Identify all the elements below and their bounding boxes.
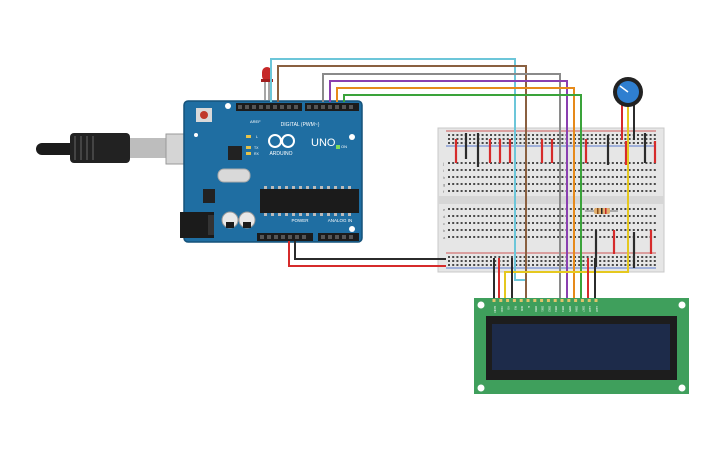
arduino-logo: ARDUINO bbox=[268, 134, 295, 157]
arduino-power-wires[interactable] bbox=[288, 241, 446, 267]
tx-label: TX bbox=[254, 146, 259, 150]
lcd-pin-label: V0 bbox=[507, 306, 511, 310]
lcd-pin[interactable] bbox=[540, 299, 544, 302]
lcd-pin[interactable] bbox=[492, 299, 496, 302]
lcd-pin[interactable] bbox=[574, 299, 578, 302]
lcd-pin[interactable] bbox=[587, 299, 591, 302]
svg-text:d: d bbox=[443, 214, 445, 219]
svg-text:i: i bbox=[443, 168, 444, 173]
lcd-pin-label: VCC bbox=[500, 306, 504, 313]
arduino-to-lcd-wires[interactable] bbox=[270, 58, 629, 300]
lcd-pin[interactable] bbox=[560, 299, 564, 302]
on-label: ON bbox=[341, 144, 347, 149]
rx-label: RX bbox=[254, 152, 260, 156]
resistor-icon[interactable] bbox=[585, 208, 618, 214]
atmega-chip bbox=[260, 189, 359, 213]
l-led-label: L bbox=[256, 135, 258, 139]
lcd-pin-label: DB4 bbox=[561, 306, 565, 312]
analog-header-label: ANALOG IN bbox=[328, 218, 353, 223]
svg-text:c: c bbox=[443, 221, 445, 226]
svg-text:g: g bbox=[443, 182, 445, 187]
lcd-screen bbox=[492, 324, 670, 370]
uno-label: UNO bbox=[311, 137, 336, 149]
lcd-pin[interactable] bbox=[567, 299, 571, 302]
arduino-uno-board[interactable]: DIGITAL (PWM~) AREF ARDUINO UNO ON L TX … bbox=[180, 100, 363, 243]
potentiometer-icon[interactable] bbox=[613, 77, 643, 140]
breadboard-row-labels: j i h g f e d c b a bbox=[442, 161, 446, 240]
lcd-pin[interactable] bbox=[580, 299, 584, 302]
lcd-pin[interactable] bbox=[512, 299, 516, 302]
lcd-pin-label: DB2 bbox=[547, 306, 551, 312]
lcd-pin-label: RW bbox=[520, 306, 524, 311]
digital-header-label: DIGITAL (PWM~) bbox=[281, 122, 320, 128]
lcd-pin-label: DB7 bbox=[581, 306, 585, 312]
lcd-pin[interactable] bbox=[526, 299, 530, 302]
lcd-pin[interactable] bbox=[499, 299, 503, 302]
svg-text:j: j bbox=[442, 161, 444, 166]
lcd-pin-label: RS bbox=[513, 306, 517, 310]
lcd-pin-label: DB6 bbox=[575, 306, 579, 312]
lcd-pin[interactable] bbox=[594, 299, 598, 302]
lcd-pin[interactable] bbox=[506, 299, 510, 302]
lcd-pin-label: LED bbox=[588, 306, 592, 313]
lcd-pin[interactable] bbox=[519, 299, 523, 302]
arduino-brand: ARDUINO bbox=[269, 151, 292, 157]
svg-text:b: b bbox=[443, 228, 446, 233]
lcd-pin-label: LED bbox=[595, 306, 599, 313]
breadboard-jumpers[interactable] bbox=[454, 133, 657, 268]
lcd-pin-label: DB0 bbox=[534, 306, 538, 312]
lcd-pin-label: E bbox=[527, 306, 531, 308]
lcd-pin-label: DB5 bbox=[568, 306, 572, 312]
svg-text:a: a bbox=[443, 235, 446, 240]
lcd-pin-label: GND bbox=[493, 306, 497, 314]
lcd-pin[interactable] bbox=[546, 299, 550, 302]
red-led-icon[interactable] bbox=[261, 67, 273, 100]
svg-text:f: f bbox=[443, 189, 445, 194]
aref-label: AREF bbox=[250, 119, 261, 124]
lcd-pin-label: DB1 bbox=[541, 306, 545, 312]
power-header-label: POWER bbox=[291, 218, 309, 223]
svg-text:e: e bbox=[443, 207, 446, 212]
svg-text:h: h bbox=[443, 175, 445, 180]
lcd-pin-label: DB3 bbox=[554, 306, 558, 312]
lcd-pin[interactable] bbox=[553, 299, 557, 302]
lcd-pin[interactable] bbox=[533, 299, 537, 302]
